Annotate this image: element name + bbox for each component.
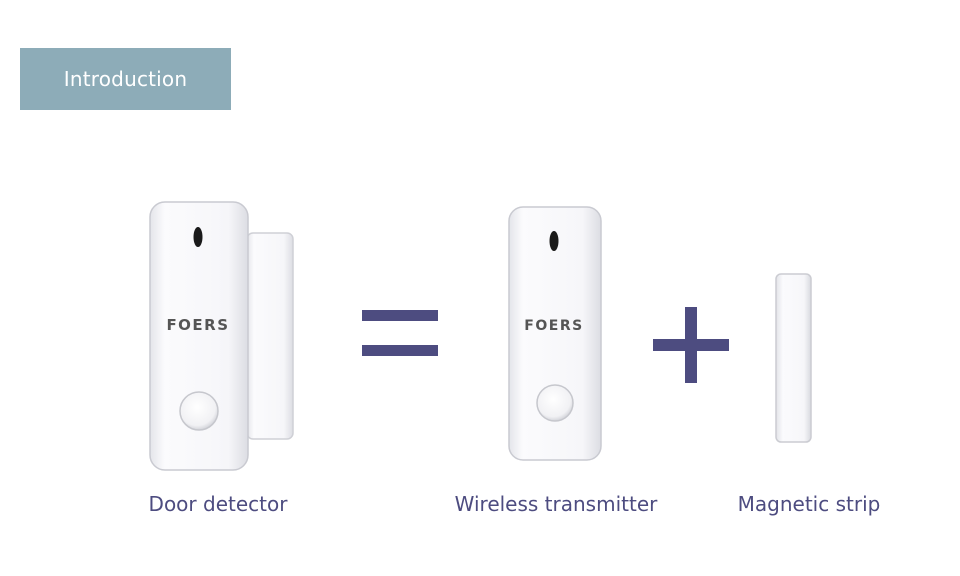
wireless-transmitter-image: FOERS <box>508 206 602 461</box>
wireless-transmitter-caption: Wireless transmitter <box>454 492 658 516</box>
transmitter-brand: FOERS <box>524 318 583 334</box>
magnetic-strip-image <box>775 273 812 443</box>
introduction-banner: Introduction <box>20 48 231 110</box>
door-detector-brand: FOERS <box>166 316 229 334</box>
door-detector-caption: Door detector <box>148 492 288 516</box>
equals-sign-icon <box>362 310 438 356</box>
door-detector-image: FOERS <box>149 201 294 471</box>
plus-sign-icon <box>653 307 729 383</box>
introduction-title: Introduction <box>63 67 188 91</box>
magnetic-strip-caption: Magnetic strip <box>737 492 881 516</box>
